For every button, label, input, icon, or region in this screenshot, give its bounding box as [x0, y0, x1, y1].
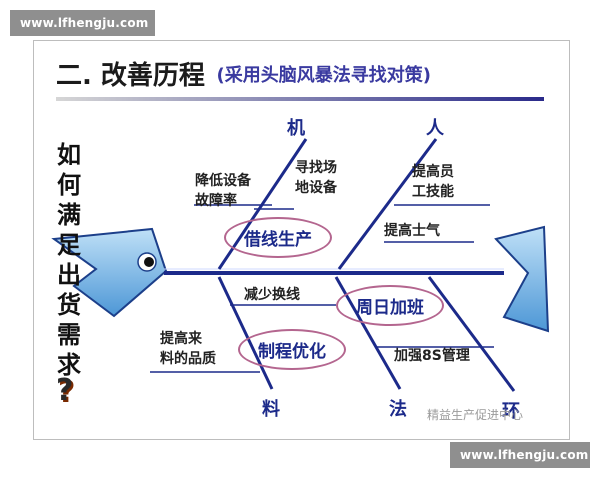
question-char: 求: [57, 351, 81, 379]
question-char: 需: [57, 321, 81, 349]
note-fewer-changeover: 减少换线: [244, 287, 300, 303]
question-char: 足: [57, 231, 81, 259]
question-char: 出: [57, 261, 81, 289]
note-find-site: 寻找场 地设备: [295, 160, 337, 196]
bone-environment: [427, 276, 516, 392]
action-borrow-line: 借线生产: [224, 217, 332, 258]
bone-people: [337, 138, 438, 270]
fishbone-diagram: [51, 138, 550, 392]
question-char: 货: [57, 291, 81, 319]
brand-watermark: 精益生产促进中心: [427, 408, 524, 422]
slide: 二. 改善历程 (采用头脑风暴法寻找对策) 如 何 满: [33, 40, 570, 440]
slide-title: 二. 改善历程 (采用头脑风暴法寻找对策): [56, 55, 431, 92]
note-morale: 提高士气: [384, 223, 440, 239]
title-main: 二. 改善历程: [56, 61, 205, 91]
cause-label-method: 法: [389, 399, 407, 420]
cause-label-machine: 机: [287, 118, 305, 139]
fish-tail: [494, 225, 550, 333]
note-strengthen-8s: 加强8S管理: [394, 348, 470, 364]
question-char: 如: [57, 141, 81, 169]
action-optimize-process: 制程优化: [238, 329, 346, 370]
bone-material: [217, 276, 274, 390]
title-sub: (采用头脑风暴法寻找对策): [216, 64, 431, 86]
question-char: 满: [57, 201, 81, 229]
question-char: 何: [57, 171, 81, 199]
watermark-bottom: www.lfhengju.com: [450, 442, 590, 468]
note-equipment-failure: 降低设备 故障率: [195, 173, 251, 209]
question-text: 如 何 满 足 出 货 需 求: [51, 140, 87, 380]
question-mark: ?: [56, 373, 74, 408]
note-material-quality: 提高来 料的品质: [160, 331, 216, 367]
cause-label-environment: 环: [502, 401, 520, 422]
title-rule: [56, 97, 544, 101]
watermark-top: www.lfhengju.com: [10, 10, 155, 36]
fish-head: [51, 227, 168, 318]
action-sunday-overtime: 周日加班: [336, 285, 444, 326]
cause-label-people: 人: [426, 118, 444, 139]
note-staff-skill: 提高员 工技能: [412, 164, 454, 200]
cause-label-material: 料: [262, 399, 280, 420]
